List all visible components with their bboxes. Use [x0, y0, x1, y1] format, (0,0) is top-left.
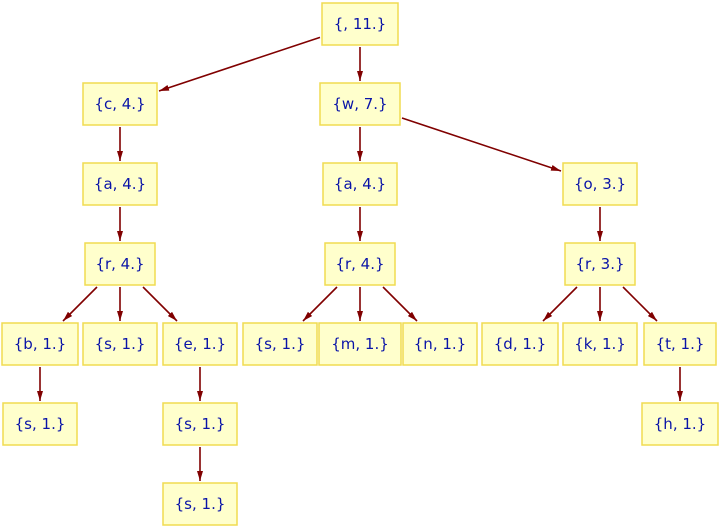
- tree-node: {c, 4.}: [82, 82, 158, 126]
- edge-car-carb: [62, 286, 98, 322]
- node-box: [2, 402, 78, 446]
- tree-node: {e, 1.}: [162, 322, 238, 366]
- tree-node: {s, 1.}: [162, 402, 238, 446]
- edge-car-care: [142, 286, 178, 322]
- edge-w-wo: [401, 117, 562, 172]
- node-label: {c, 4.}: [94, 95, 145, 113]
- node-label: {s, 1.}: [95, 335, 146, 353]
- node-box: [82, 82, 158, 126]
- node-label: {o, 3.}: [574, 175, 626, 193]
- edges: [37, 36, 683, 481]
- edge-war-warn: [382, 286, 418, 322]
- node-box: [84, 242, 156, 286]
- node-box: [643, 322, 717, 366]
- node-box: [318, 322, 402, 366]
- tree-node: {r, 4.}: [324, 242, 396, 286]
- node-label: {b, 1.}: [14, 335, 66, 353]
- tree-node: {o, 3.}: [562, 162, 638, 206]
- node-box: [481, 322, 559, 366]
- tree-node: {s, 1.}: [2, 402, 78, 446]
- node-label: {s, 1.}: [175, 495, 226, 513]
- node-box: [641, 402, 719, 446]
- tree-node: {t, 1.}: [643, 322, 717, 366]
- node-box: [319, 82, 401, 126]
- tree-node: {, 11.}: [321, 2, 399, 46]
- node-label: {a, 4.}: [94, 175, 146, 193]
- node-label: {t, 1.}: [656, 335, 705, 353]
- tree-node: {a, 4.}: [322, 162, 398, 206]
- edge-wor-wort: [622, 286, 658, 322]
- node-label: {n, 1.}: [414, 335, 466, 353]
- node-box: [82, 322, 158, 366]
- tree-node: {a, 4.}: [82, 162, 158, 206]
- edge-war-wars: [302, 286, 338, 322]
- node-box: [564, 242, 636, 286]
- tree-node: {k, 1.}: [562, 322, 638, 366]
- tree-node: {n, 1.}: [402, 322, 478, 366]
- node-label: {w, 7.}: [332, 95, 387, 113]
- node-label: {k, 1.}: [574, 335, 626, 353]
- node-box: [562, 162, 638, 206]
- tree-node: {r, 4.}: [84, 242, 156, 286]
- node-box: [162, 322, 238, 366]
- node-box: [321, 2, 399, 46]
- node-label: {r, 4.}: [95, 255, 144, 273]
- node-label: {r, 3.}: [575, 255, 624, 273]
- node-box: [324, 242, 396, 286]
- tree-node: {m, 1.}: [318, 322, 402, 366]
- node-box: [322, 162, 398, 206]
- node-label: {s, 1.}: [255, 335, 306, 353]
- tree-node: {r, 3.}: [564, 242, 636, 286]
- tree-node: {s, 1.}: [162, 482, 238, 526]
- tree-node: {h, 1.}: [641, 402, 719, 446]
- node-box: [162, 482, 238, 526]
- tree-node: {w, 7.}: [319, 82, 401, 126]
- node-label: {d, 1.}: [494, 335, 546, 353]
- node-label: {, 11.}: [334, 15, 386, 33]
- edge-wor-word: [542, 286, 578, 322]
- tree-node: {d, 1.}: [481, 322, 559, 366]
- tree-node: {b, 1.}: [1, 322, 79, 366]
- node-box: [162, 402, 238, 446]
- node-label: {m, 1.}: [331, 335, 389, 353]
- node-label: {r, 4.}: [335, 255, 384, 273]
- tree-node: {s, 1.}: [82, 322, 158, 366]
- node-label: {e, 1.}: [174, 335, 226, 353]
- node-label: {h, 1.}: [654, 415, 706, 433]
- edge-root-c: [158, 36, 321, 92]
- node-box: [242, 322, 318, 366]
- node-box: [402, 322, 478, 366]
- node-label: {s, 1.}: [175, 415, 226, 433]
- node-box: [82, 162, 158, 206]
- node-label: {s, 1.}: [15, 415, 66, 433]
- node-label: {a, 4.}: [334, 175, 386, 193]
- node-box: [1, 322, 79, 366]
- node-box: [562, 322, 638, 366]
- tree-node: {s, 1.}: [242, 322, 318, 366]
